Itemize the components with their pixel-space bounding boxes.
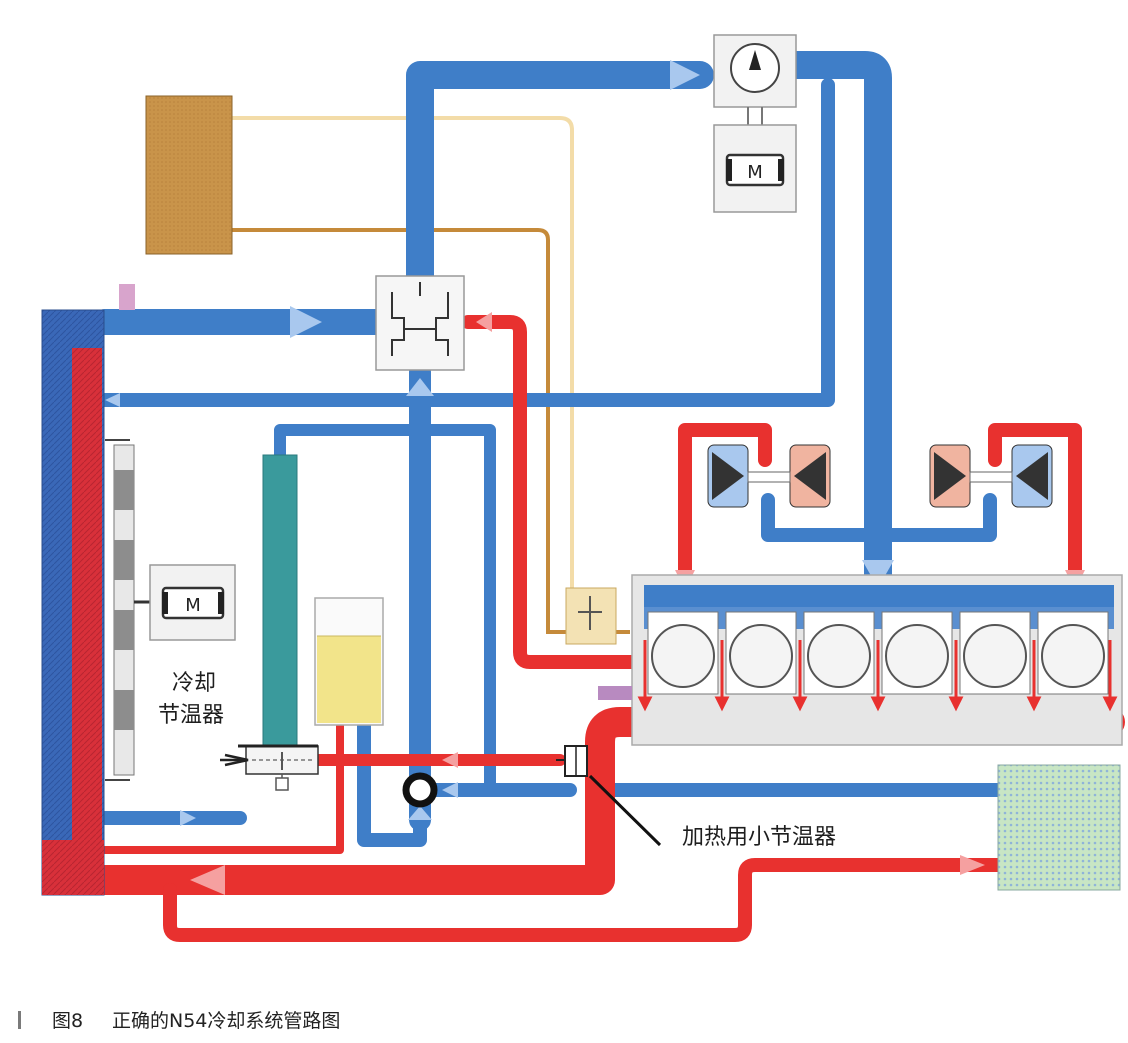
cooling-thermostat — [220, 744, 319, 791]
water-pump — [402, 772, 438, 808]
cooling-thermostat-label-line2: 节温器 — [158, 703, 224, 728]
heating-thermostat — [556, 745, 662, 847]
engine-cylinders — [647, 611, 1109, 695]
diagram-canvas: M M — [41, 34, 1125, 942]
turbocharger-left — [707, 444, 831, 508]
caption-marker — [18, 1011, 21, 1029]
fan-motor-letter: M — [185, 595, 201, 616]
heating-thermostat-label: 加热用小节温器 — [682, 825, 836, 850]
hot-coolant-pipes — [90, 315, 1125, 942]
heater-core — [997, 764, 1121, 891]
oil-cooler — [262, 454, 298, 746]
cold-coolant-pipes — [92, 51, 1007, 847]
pump-motor-letter: M — [747, 162, 763, 183]
engine-block — [598, 574, 1123, 746]
expansion-tank — [145, 95, 233, 255]
fan-motor-icon: M — [161, 586, 225, 620]
sensor-wires — [230, 116, 630, 634]
figure-number: 图8 — [52, 1010, 84, 1032]
cylinder-outlet-arrows — [637, 640, 1118, 712]
figure-title: 正确的N54冷却系统管路图 — [112, 1010, 341, 1032]
reservoir — [314, 597, 384, 726]
cooling-thermostat-label-line1: 冷却 — [172, 671, 216, 696]
pump-motor-icon: M — [725, 153, 785, 187]
turbocharger-right — [929, 444, 1053, 508]
figure-caption: 图8 正确的N54冷却系统管路图 — [0, 1004, 1128, 1038]
temperature-sensor — [565, 587, 617, 645]
cold-flow-arrows — [105, 60, 894, 826]
radiator — [41, 284, 135, 896]
map-thermostat-valve — [375, 275, 465, 371]
